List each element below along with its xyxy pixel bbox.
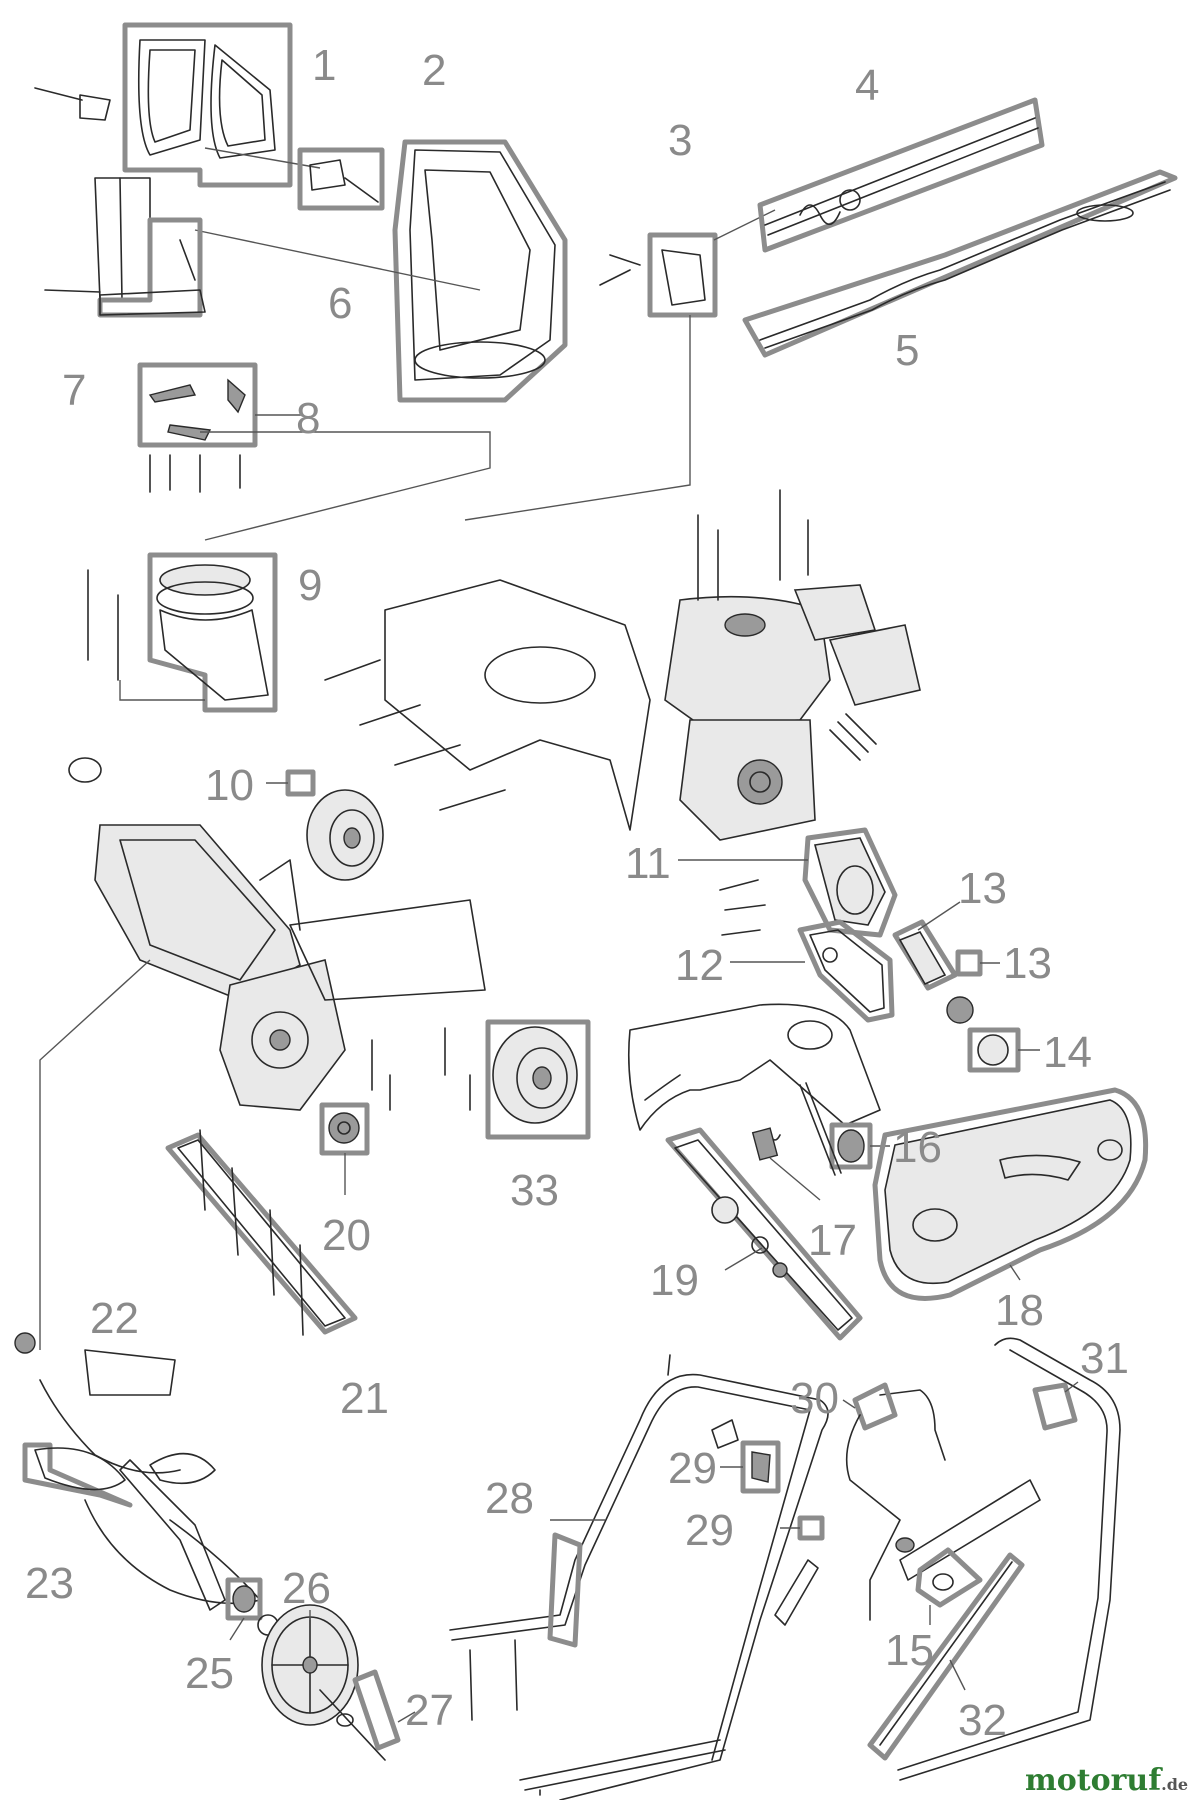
callout-9: 9 [298, 561, 322, 610]
callout-23: 23 [25, 1559, 74, 1608]
part-13-pulley [892, 901, 1000, 991]
callout-26: 26 [282, 1564, 331, 1613]
callout-4: 4 [855, 61, 879, 110]
part-6-bracket [297, 147, 385, 211]
callout-7: 7 [62, 366, 86, 415]
part-17-spring-rod [751, 1082, 842, 1201]
callout-30: 30 [790, 1374, 839, 1423]
part-28-lower-handle [449, 1354, 829, 1800]
callout-27: 27 [405, 1686, 454, 1735]
part-29-handle-clip [711, 1419, 825, 1541]
part-12-idler-bracket [730, 919, 895, 1023]
svg-text:motoruf.de: motoruf.de [1025, 1763, 1188, 1798]
engine [664, 489, 921, 841]
part-5-lower-shaft [742, 169, 1178, 358]
part-3-handle-bracket [464, 209, 776, 521]
belt-guard-plate [627, 1003, 881, 1131]
part-7-crank-bracket [44, 177, 206, 318]
callout-29b: 29 [685, 1506, 734, 1555]
part-21-scraper-bar [165, 1129, 358, 1336]
callout-32: 32 [958, 1696, 1007, 1745]
watermark-tld: .de [1161, 1775, 1188, 1794]
callout-16: 16 [893, 1123, 942, 1172]
callout-31: 31 [1080, 1334, 1129, 1383]
callout-2: 2 [422, 46, 446, 95]
callout-28: 28 [485, 1474, 534, 1523]
part-22-23-auger [14, 959, 261, 1611]
callout-12: 12 [675, 941, 724, 990]
callout-6: 6 [328, 279, 352, 328]
part-16-pulley [829, 1122, 890, 1170]
auger-housing [68, 757, 486, 1111]
callout-8: 8 [296, 394, 320, 443]
watermark-brand: motoruf [1025, 1763, 1163, 1798]
callout-1: 1 [312, 41, 336, 90]
callout-19: 19 [650, 1256, 699, 1305]
callout-5: 5 [895, 326, 919, 375]
brand-watermark: motoruf.de [1025, 1763, 1188, 1798]
part-30-control-cable [842, 1382, 946, 1621]
part-32-handle-brace [774, 1552, 1025, 1761]
part-31-upper-handle [897, 1337, 1121, 1781]
callout-29a: 29 [668, 1444, 717, 1493]
callout-labels: 1 2 3 4 5 6 7 8 9 10 11 12 13 13 14 15 1… [25, 41, 1129, 1745]
part-19-mount-plate [665, 1127, 863, 1341]
part-33-wheel [485, 1019, 591, 1140]
callout-22: 22 [90, 1294, 139, 1343]
part-8-clamp-set [137, 362, 491, 541]
callout-3: 3 [668, 116, 692, 165]
part-2-chute [194, 139, 568, 403]
part-25-bearing [225, 1577, 279, 1641]
callout-18: 18 [995, 1286, 1044, 1335]
callout-20: 20 [322, 1211, 371, 1260]
callout-13a: 13 [958, 864, 1007, 913]
part-27-belt [352, 1669, 416, 1751]
part-26-pulley-wheel [261, 1604, 386, 1761]
callout-25: 25 [185, 1649, 234, 1698]
part-20-bearing [319, 1027, 471, 1195]
callout-17: 17 [808, 1216, 857, 1265]
callout-33: 33 [510, 1166, 559, 1215]
part-1-deflector [34, 22, 321, 188]
part-15-knob-kit [895, 1537, 983, 1625]
auger-cover-plate [324, 579, 651, 831]
callout-15: 15 [885, 1626, 934, 1675]
callout-13b: 13 [1003, 939, 1052, 988]
part-10-wheel [266, 769, 384, 881]
part-9-chute-base [87, 552, 278, 713]
part-14-spacer [946, 996, 1040, 1073]
part-4-upper-shaft [757, 97, 1045, 253]
callout-11: 11 [625, 839, 671, 888]
part-18-belt-cover [872, 1087, 1149, 1301]
callout-21: 21 [340, 1374, 389, 1423]
part-11-pulley-housing [678, 827, 898, 938]
callout-14: 14 [1043, 1028, 1092, 1077]
callout-10: 10 [205, 761, 254, 810]
